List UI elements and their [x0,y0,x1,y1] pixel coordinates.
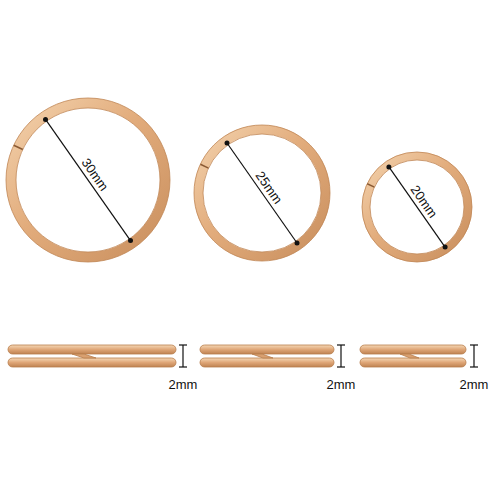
ring-large [6,98,170,262]
dimension-line [43,117,448,250]
thickness-label: 2mm [169,378,198,391]
thickness-mark [179,345,478,367]
ring-side-view [8,345,466,367]
ring-small [362,152,472,262]
thickness-label: 2mm [327,378,356,391]
thickness-label: 2mm [460,378,489,391]
ring-medium [194,125,330,261]
